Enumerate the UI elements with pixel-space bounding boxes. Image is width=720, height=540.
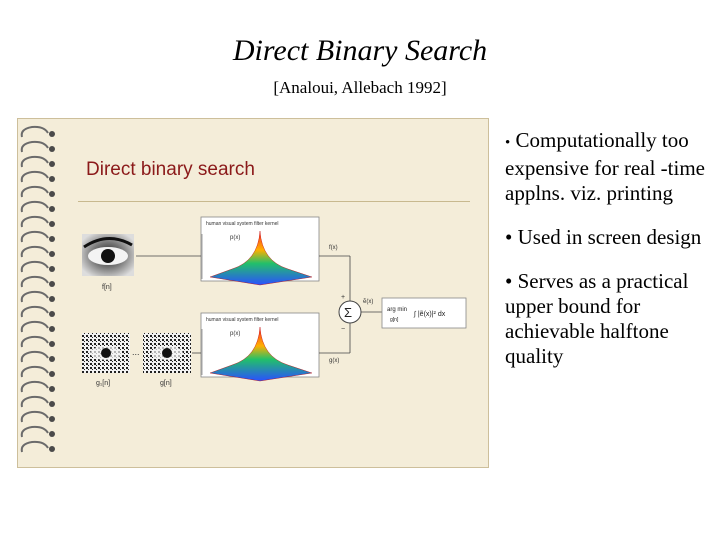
hvs-label-bottom: human visual system filter kernel bbox=[206, 317, 279, 323]
spiral-ring bbox=[20, 140, 49, 153]
spiral-hole bbox=[49, 206, 55, 212]
plus-sign: + bbox=[341, 294, 345, 301]
halftone-image-2 bbox=[143, 333, 191, 373]
spiral-ring bbox=[20, 170, 49, 183]
spiral-ring bbox=[20, 320, 49, 333]
bullet-text: Computationally too expensive for real -… bbox=[505, 128, 705, 205]
p-label-bottom: p(x) bbox=[230, 331, 240, 337]
spiral-ring bbox=[20, 335, 49, 348]
spiral-ring bbox=[20, 215, 49, 228]
spiral-hole bbox=[49, 146, 55, 152]
spiral-hole bbox=[49, 191, 55, 197]
spiral-binding-icon bbox=[20, 125, 55, 453]
spiral-hole bbox=[49, 251, 55, 257]
spiral-hole bbox=[49, 161, 55, 167]
spiral-ring bbox=[20, 395, 49, 408]
gx-label: g(x) bbox=[329, 358, 339, 364]
spiral-hole bbox=[49, 371, 55, 377]
input-label: f[n] bbox=[102, 284, 112, 291]
bullet-item-2: • Used in screen design bbox=[505, 225, 717, 250]
bullet-item-3: • Serves as a practical upper bound for … bbox=[505, 269, 717, 369]
spiral-hole bbox=[49, 386, 55, 392]
spiral-hole bbox=[49, 296, 55, 302]
summation-node bbox=[338, 300, 362, 324]
halftone-label-1: g₁[n] bbox=[96, 380, 110, 387]
halftone-ellipsis: ... bbox=[132, 347, 140, 357]
slide-title: Direct Binary Search bbox=[232, 34, 488, 67]
slide-subtitle: [Analoui, Allebach 1992] bbox=[273, 78, 447, 97]
gaussian-surface-top bbox=[209, 230, 313, 286]
halftone-label-2: g[n] bbox=[160, 380, 172, 387]
minus-sign: − bbox=[341, 326, 345, 333]
spiral-hole bbox=[49, 176, 55, 182]
spiral-ring bbox=[20, 350, 49, 363]
spiral-ring bbox=[20, 410, 49, 423]
bullet-list: • Computationally too expensive for real… bbox=[505, 128, 717, 388]
spiral-ring bbox=[20, 125, 49, 138]
spiral-hole bbox=[49, 431, 55, 437]
halftone-image-1 bbox=[82, 333, 130, 373]
spiral-hole bbox=[49, 401, 55, 407]
spiral-hole bbox=[49, 311, 55, 317]
spiral-hole bbox=[49, 356, 55, 362]
bullet-dot: • bbox=[505, 225, 513, 249]
bullet-text: Serves as a practical upper bound for ac… bbox=[505, 269, 689, 368]
gaussian-surface-bottom bbox=[209, 326, 313, 382]
bullet-dot: • bbox=[505, 135, 511, 151]
dbs-diagram: f[n] ... g₁[n] g[n] human visual system … bbox=[82, 216, 467, 387]
spiral-ring bbox=[20, 200, 49, 213]
spiral-hole bbox=[49, 341, 55, 347]
spiral-hole bbox=[49, 416, 55, 422]
spiral-hole bbox=[49, 131, 55, 137]
figure-heading: Direct binary search bbox=[86, 159, 255, 180]
argmin-box bbox=[381, 297, 467, 329]
spiral-ring bbox=[20, 260, 49, 273]
signal-lines bbox=[136, 234, 382, 375]
hvs-label-top: human visual system filter kernel bbox=[206, 221, 279, 227]
spiral-ring bbox=[20, 155, 49, 168]
spiral-hole bbox=[49, 326, 55, 332]
input-image bbox=[82, 234, 134, 276]
spiral-ring bbox=[20, 305, 49, 318]
p-label-top: p(x) bbox=[230, 235, 240, 241]
spiral-hole bbox=[49, 221, 55, 227]
bullet-text: Used in screen design bbox=[517, 225, 702, 249]
spiral-ring bbox=[20, 245, 49, 258]
spiral-hole bbox=[49, 446, 55, 452]
notebook-figure: Direct binary search bbox=[17, 118, 489, 468]
spiral-hole bbox=[49, 236, 55, 242]
fx-label: f(x) bbox=[329, 245, 338, 251]
spiral-ring bbox=[20, 275, 49, 288]
bullet-item-1: • Computationally too expensive for real… bbox=[505, 128, 717, 206]
spiral-ring bbox=[20, 365, 49, 378]
summation-symbol: Σ bbox=[344, 305, 352, 320]
argmin-top: arg min bbox=[387, 307, 407, 313]
argmin-expression: ∫ |ẽ(x)|² dx bbox=[413, 311, 446, 318]
error-label: ẽ(x) bbox=[363, 299, 373, 305]
argmin-bottom: g[n] bbox=[390, 317, 399, 323]
spiral-ring bbox=[20, 230, 49, 243]
spiral-ring bbox=[20, 290, 49, 303]
spiral-hole bbox=[49, 266, 55, 272]
spiral-ring bbox=[20, 440, 49, 453]
figure-divider bbox=[78, 201, 470, 202]
spiral-ring bbox=[20, 185, 49, 198]
spiral-ring bbox=[20, 425, 49, 438]
spiral-ring bbox=[20, 380, 49, 393]
bullet-dot: • bbox=[505, 269, 513, 293]
spiral-hole bbox=[49, 281, 55, 287]
